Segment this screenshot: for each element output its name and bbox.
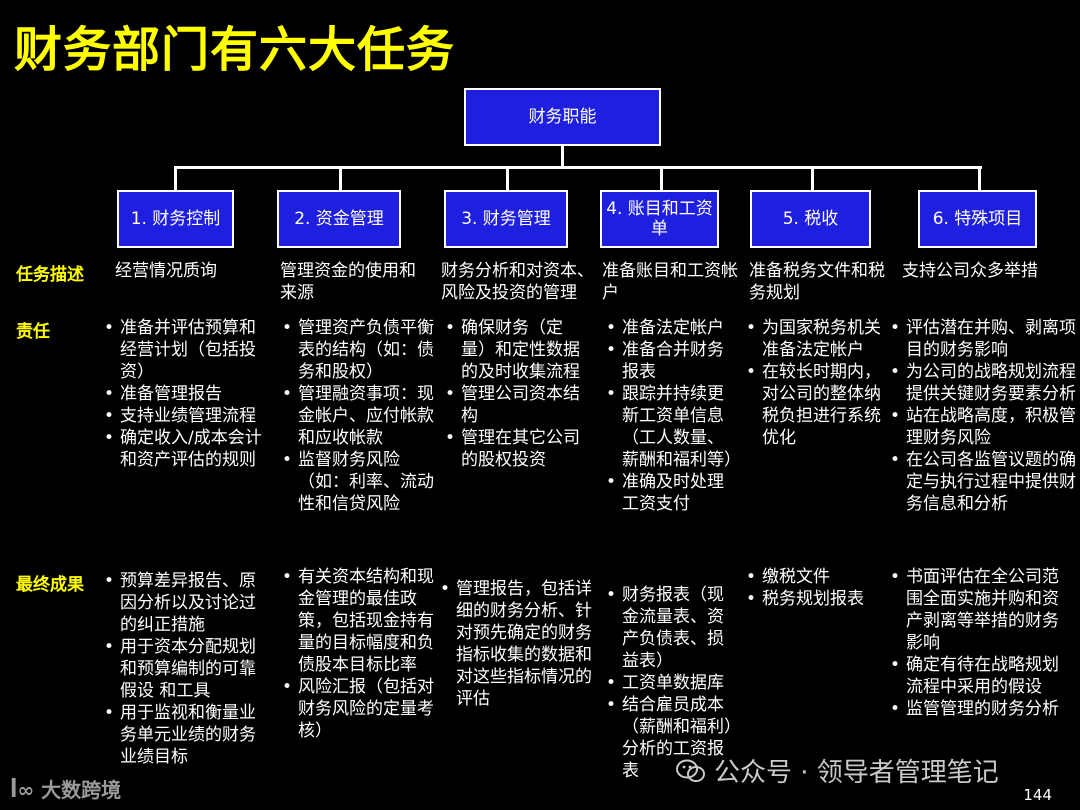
connector-col-4: [660, 166, 663, 190]
connector-col-1: [174, 166, 177, 190]
list-item: 有关资本结构和现金管理的最佳政策，包括现金持有量的目标幅度和负债股本目标比率: [282, 566, 438, 676]
list-item: 准备法定帐户: [606, 317, 734, 339]
list-item: 监督财务风险（如：利率、流动性和信贷风险: [282, 449, 438, 515]
responsibilities-col-4: 准备法定帐户 准备合并财务报表 跟踪并持续更新工资单信息（工人数量、薪酬和福利等…: [606, 317, 741, 515]
list-item: 确保财务（定量）和定性数据的及时收集流程: [445, 317, 587, 383]
node-fund-management: 2. 资金管理: [277, 190, 401, 248]
list-item: 工资单数据库: [606, 672, 740, 694]
responsibilities-col-3: 确保财务（定量）和定性数据的及时收集流程 管理公司资本结构 管理在其它公司的股权…: [445, 317, 587, 471]
connector-root-stem: [561, 146, 564, 168]
list-item: 财务报表（现金流量表、资产负债表、损益表）: [606, 584, 740, 672]
node-accounts-payroll: 4. 账目和工资单: [600, 190, 719, 248]
responsibilities-col-6: 评估潜在并购、剥离项目的财务影响 为公司的战略规划流程提供关键财务要素分析 站在…: [890, 317, 1076, 515]
description-col-6: 支持公司众多举措: [902, 261, 1038, 281]
list-item: 跟踪并持续更新工资单信息（工人数量、薪酬和福利等）: [606, 383, 741, 471]
node-financial-management: 3. 财务管理: [444, 190, 568, 248]
list-item: 税务规划报表: [746, 588, 886, 610]
list-item: 在公司各监管议题的确定与执行过程中提供财务信息和分析: [890, 449, 1076, 515]
node-financial-control: 1. 财务控制: [117, 190, 234, 248]
responsibilities-col-5: 为国家税务机关准备法定帐户 在较长时期内，对公司的整体纳税负担进行系统优化: [746, 317, 894, 449]
list-item: 站在战略高度，积极管理财务风险: [890, 405, 1076, 449]
row-label-outcome: 最终成果: [16, 575, 84, 595]
responsibilities-col-2: 管理资产负债平衡表的结构（如：债务和股权） 管理融资事项：现金帐户、应付帐款和应…: [282, 317, 438, 515]
responsibilities-col-1: 准备并评估预算和经营计划（包括投资） 准备管理报告 支持业绩管理流程 确定收入/…: [104, 317, 264, 471]
description-col-5: 准备税务文件和税务规划: [749, 261, 885, 303]
description-col-3: 财务分析和对资本、风险及投资的管理: [441, 261, 594, 303]
slide-title: 财务部门有六大任务: [14, 22, 456, 78]
list-item: 管理公司资本结构: [445, 383, 587, 427]
brand-icon: ꟾ∞: [10, 778, 42, 802]
list-item: 用于监视和衡量业务单元业绩的财务业绩目标: [104, 702, 264, 768]
brand-logo: ꟾ∞ 大数跨境: [10, 774, 121, 803]
list-item: 准备合并财务报表: [606, 339, 734, 383]
list-item: 支持业绩管理流程: [104, 405, 264, 427]
row-label-responsibility: 责任: [16, 322, 50, 342]
connector-horizontal-bus: [174, 166, 982, 169]
list-item: 管理在其它公司的股权投资: [445, 427, 587, 471]
list-item: 缴税文件: [746, 566, 886, 588]
page-number: 144: [1023, 786, 1052, 804]
list-item: 风险汇报（包括对财务风险的定量考核）: [282, 676, 438, 742]
outcomes-col-2: 有关资本结构和现金管理的最佳政策，包括现金持有量的目标幅度和负债股本目标比率 风…: [282, 566, 438, 742]
connector-col-5: [811, 166, 814, 190]
list-item: 管理报告，包括详细的财务分析、针对预先确定的财务指标收集的数据和对这些指标情况的…: [440, 578, 592, 710]
node-tax: 5. 税收: [750, 190, 871, 248]
list-item: 为国家税务机关准备法定帐户: [746, 317, 894, 361]
list-item: 评估潜在并购、剥离项目的财务影响: [890, 317, 1076, 361]
outcomes-col-3: 管理报告，包括详细的财务分析、针对预先确定的财务指标收集的数据和对这些指标情况的…: [440, 578, 592, 710]
row-label-description: 任务描述: [16, 265, 84, 285]
outcomes-col-6: 书面评估在全公司范围全面实施并购和资产剥离等举措的财务影响 确定有待在战略规划流…: [890, 566, 1066, 720]
outcomes-col-1: 预算差异报告、原因分析以及讨论过的纠正措施 用于资本分配规划和预算编制的可靠假设…: [104, 570, 264, 768]
outcomes-col-4: 财务报表（现金流量表、资产负债表、损益表） 工资单数据库 结合雇员成本（薪酬和福…: [606, 584, 740, 782]
list-item: 结合雇员成本（薪酬和福利）分析的工资报表: [606, 694, 740, 782]
list-item: 预算差异报告、原因分析以及讨论过的纠正措施: [104, 570, 264, 636]
list-item: 管理融资事项：现金帐户、应付帐款和应收帐款: [282, 383, 438, 449]
list-item: 管理资产负债平衡表的结构（如：债务和股权）: [282, 317, 438, 383]
description-col-1: 经营情况质询: [115, 261, 217, 281]
connector-col-6: [978, 166, 981, 190]
list-item: 在较长时期内，对公司的整体纳税负担进行系统优化: [746, 361, 894, 449]
list-item: 准确及时处理工资支付: [606, 471, 734, 515]
connector-col-3: [506, 166, 509, 190]
list-item: 监管管理的财务分析: [890, 698, 1066, 720]
node-special-projects: 6. 特殊项目: [918, 190, 1037, 248]
description-col-4: 准备账目和工资帐户: [602, 261, 738, 303]
connector-col-2: [339, 166, 342, 190]
description-col-2: 管理资金的使用和来源: [280, 261, 416, 303]
list-item: 准备管理报告: [104, 383, 264, 405]
list-item: 用于资本分配规划和预算编制的可靠假设 和工具: [104, 636, 264, 702]
watermark: 公众号 · 领导者管理笔记: [676, 752, 999, 789]
root-node-finance-function: 财务职能: [464, 88, 661, 146]
list-item: 确定有待在战略规划流程中采用的假设: [890, 654, 1066, 698]
list-item: 为公司的战略规划流程提供关键财务要素分析: [890, 361, 1076, 405]
list-item: 确定收入/成本会计和资产评估的规则: [104, 427, 264, 471]
list-item: 书面评估在全公司范围全面实施并购和资产剥离等举措的财务影响: [890, 566, 1066, 654]
watermark-text: 公众号 · 领导者管理笔记: [714, 758, 999, 788]
outcomes-col-5: 缴税文件 税务规划报表: [746, 566, 886, 610]
list-item: 准备并评估预算和经营计划（包括投资）: [104, 317, 264, 383]
wechat-icon: [676, 759, 705, 782]
brand-logo-text: 大数跨境: [41, 778, 122, 802]
